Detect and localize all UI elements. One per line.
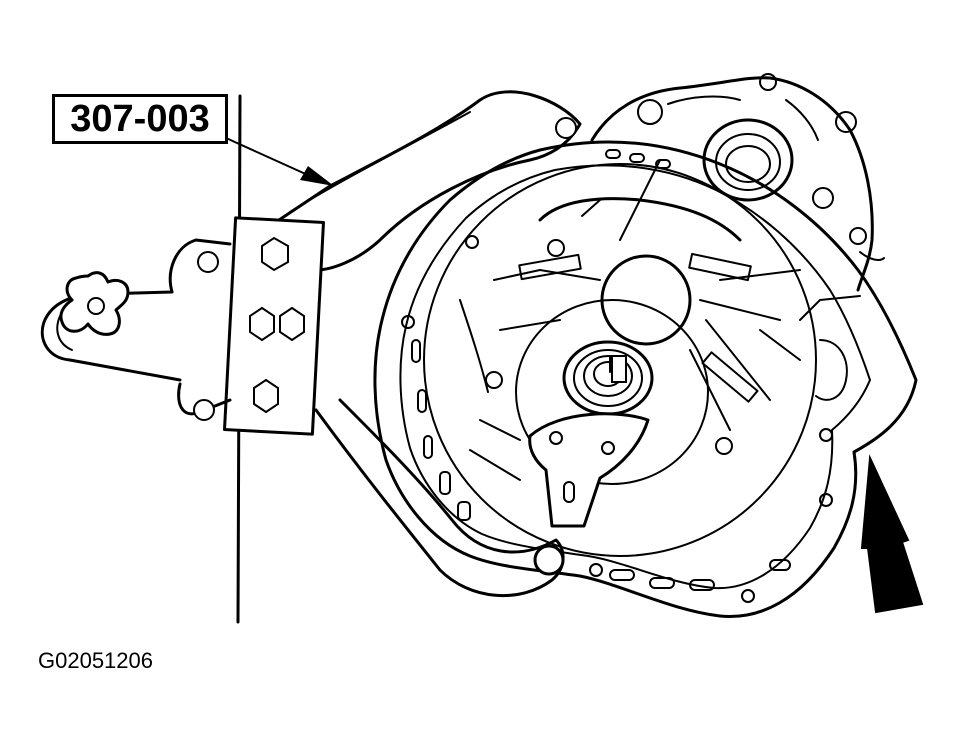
figure-code: G02051206 xyxy=(38,648,153,673)
release-fork-slot xyxy=(563,481,575,503)
bell-housing-flange xyxy=(373,140,918,618)
direction-arrow xyxy=(860,454,924,614)
lower-right-detail xyxy=(815,339,848,401)
input-shaft xyxy=(562,340,654,416)
clutch-cavity xyxy=(423,163,817,557)
tool-number-label: 307-003 xyxy=(70,97,210,140)
release-fork-pivot xyxy=(549,431,563,445)
release-fork xyxy=(528,412,650,528)
release-bearing-ring xyxy=(515,299,709,485)
release-fork-pivot-right xyxy=(601,441,615,455)
holding-fixture-307-003 xyxy=(40,90,582,598)
flange-bolt-holes xyxy=(401,149,833,603)
tool-number-callout: 307-003 xyxy=(52,94,228,144)
callout-leader-arrow xyxy=(225,137,334,186)
